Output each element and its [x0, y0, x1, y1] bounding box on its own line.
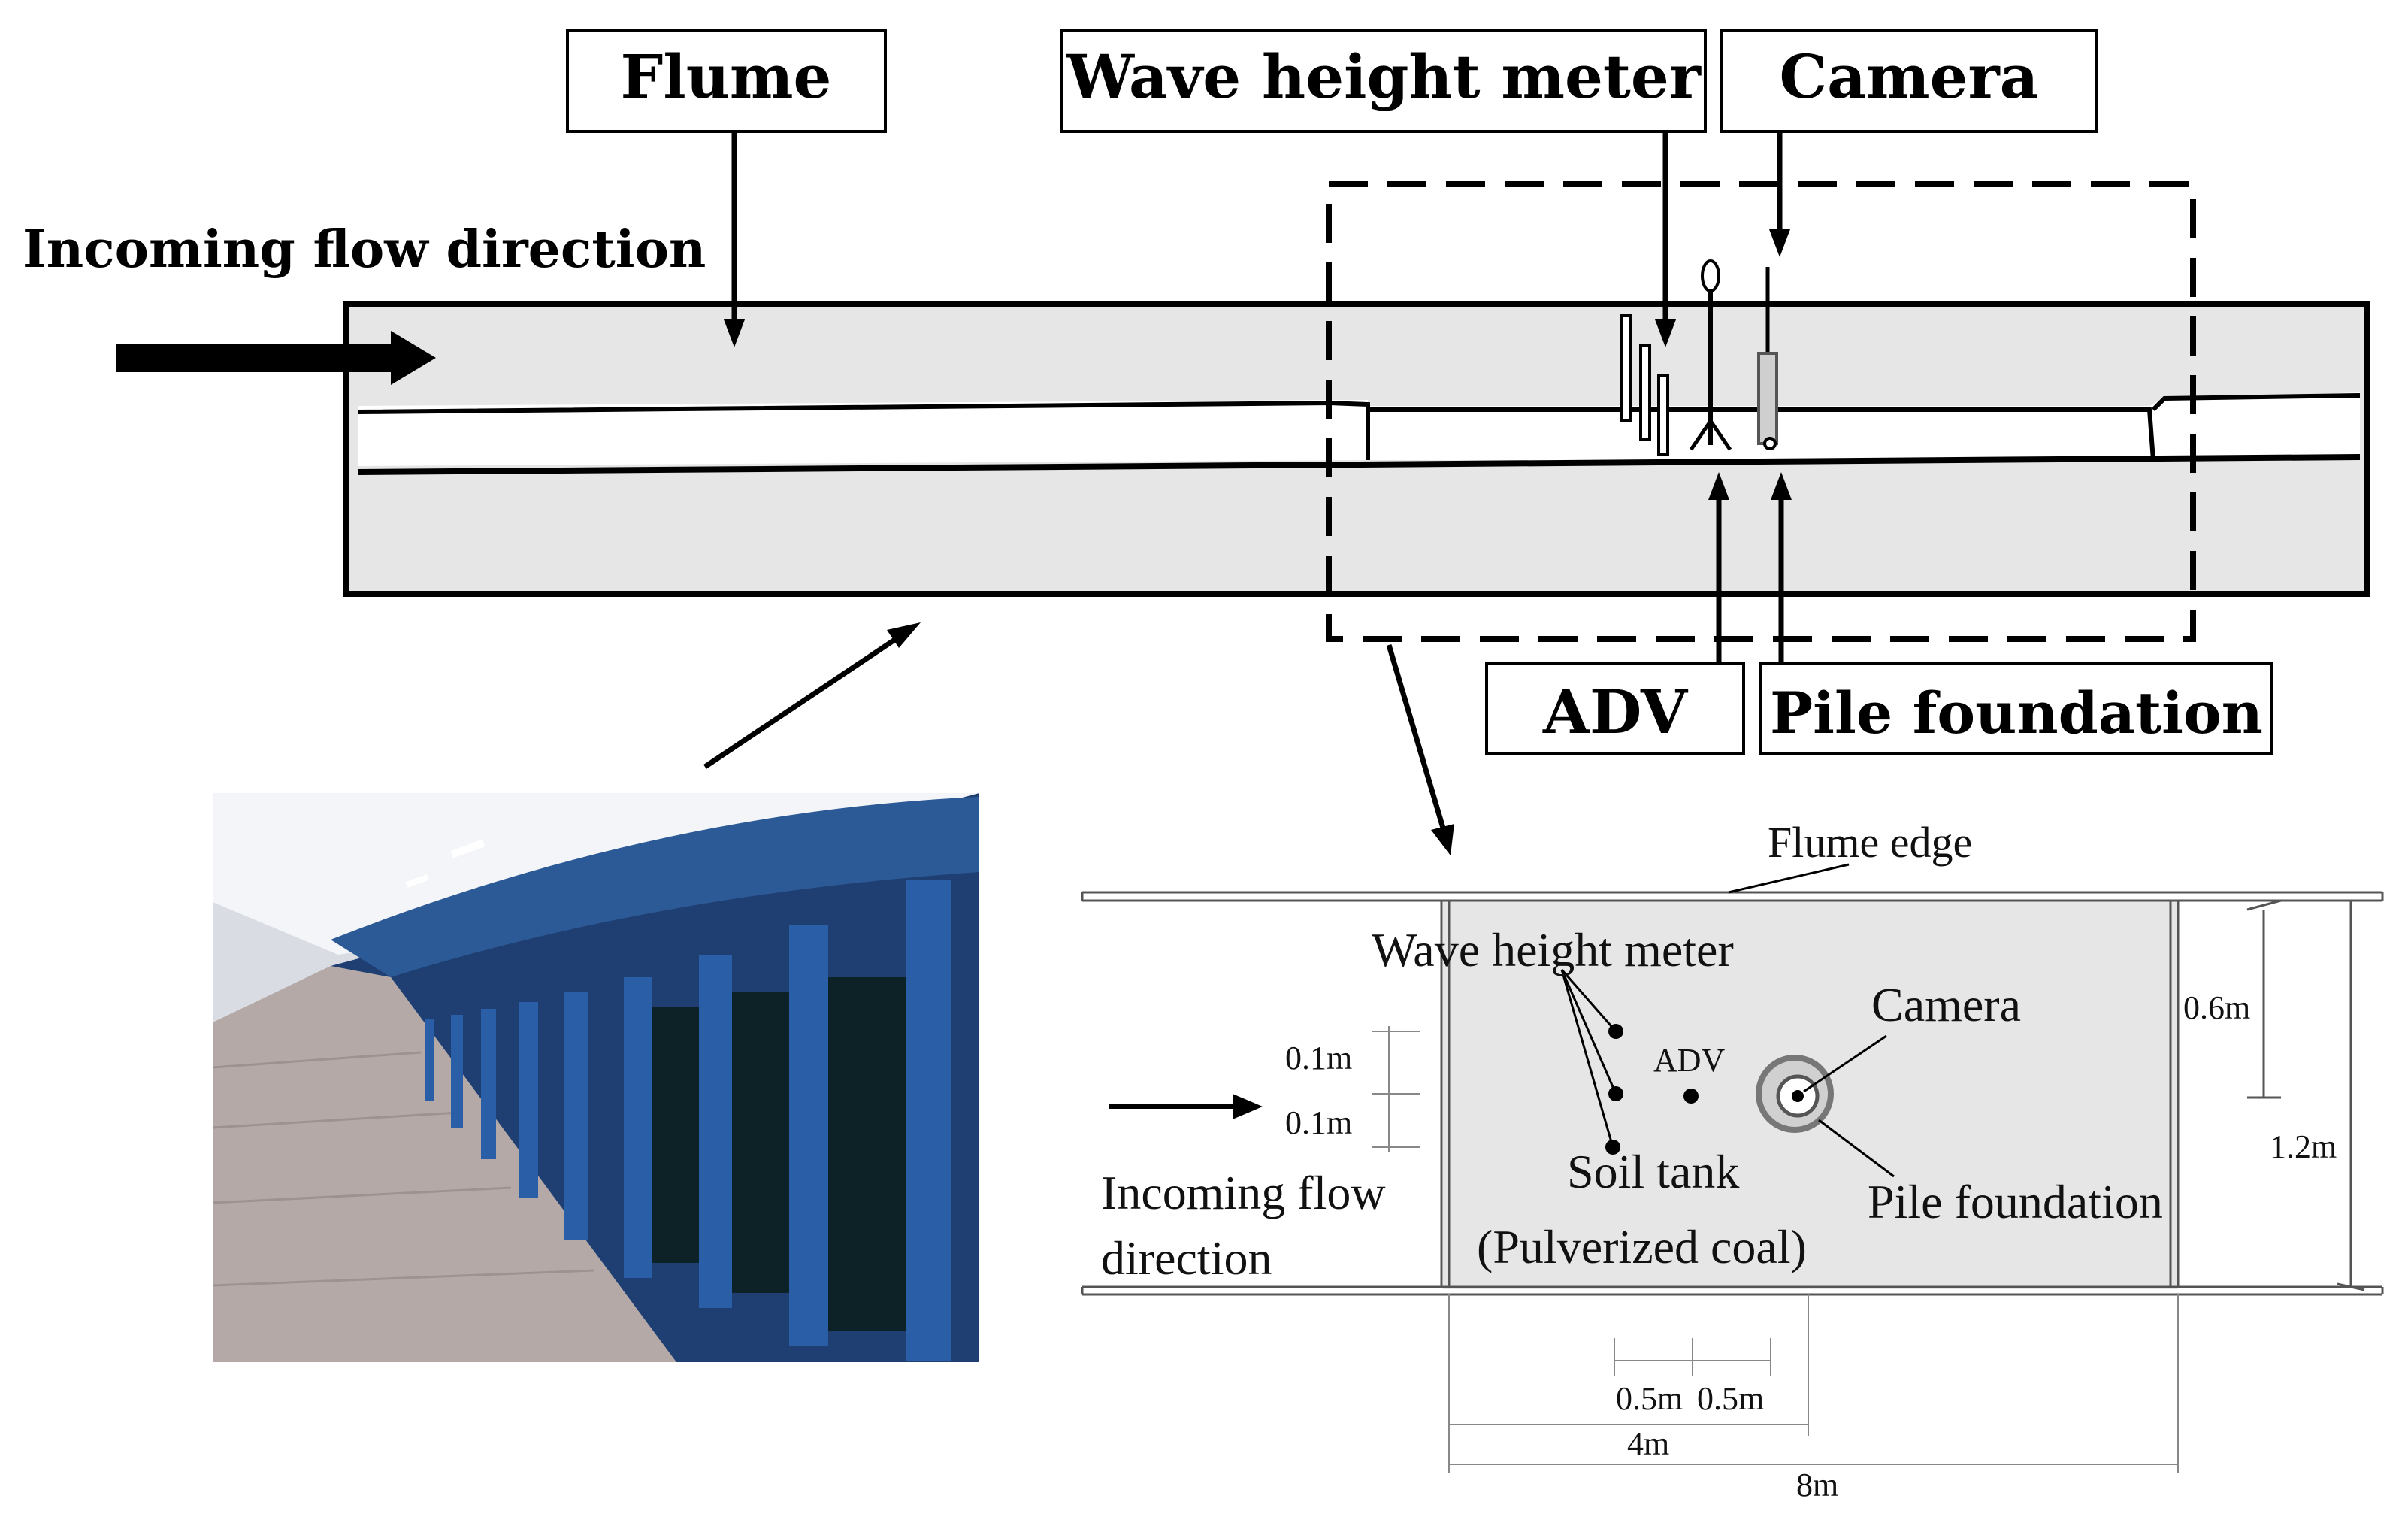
pile-leader: [1818, 1119, 1895, 1178]
wave-height-meter-label-box: Wave height meter: [1060, 29, 1707, 133]
flume-channel-bottom-wall: [357, 454, 2361, 475]
pile-foundation-label: Pile foundation: [1770, 680, 2263, 746]
adv-icon: [1689, 259, 1732, 451]
pile-foundation-ring: [1756, 1055, 1834, 1133]
camera-label-box: Camera: [1720, 29, 2098, 133]
gauge-spacing-2-label: 0.1m: [1285, 1104, 1352, 1141]
detail-region-dashed-box: [1326, 181, 2196, 642]
gauge-spacing-dimension: [1372, 1026, 1420, 1152]
full-width-label: 1.2m: [2270, 1128, 2337, 1165]
flume-channel-top-wall-left: [357, 400, 1370, 460]
wave-height-meter-label: Wave height meter: [1066, 41, 1702, 112]
pile-foundation-icon: [1757, 267, 1778, 450]
flow-arrow-head: [391, 331, 436, 385]
adv-label: ADV: [1542, 677, 1689, 747]
incoming-flow-label: Incoming flow direction: [23, 220, 706, 280]
flume-edge-label: Flume edge: [1768, 818, 1972, 867]
soil-tank-label: Soil tank: [1567, 1145, 1739, 1198]
gauge-spacing-1-label: 0.1m: [1285, 1040, 1352, 1076]
flume-edge-leader: [1728, 863, 1850, 894]
length-dimensions: [1448, 1294, 2179, 1473]
flume-channel-left: [358, 400, 1368, 466]
width-dimensions: [2246, 899, 2365, 1291]
plan-wave-height-meter-label: Wave height meter: [1372, 923, 1734, 976]
plan-view: Flume edge Wave height meter ADV Camera …: [1081, 818, 2384, 1503]
spacing-a-label: 0.5m: [1616, 1380, 1683, 1417]
to-pile-label: 4m: [1627, 1425, 1669, 1462]
flume-label: Flume: [621, 41, 832, 112]
flume-channel-top-wall-right: [2151, 393, 2361, 412]
flume-label-box: Flume: [566, 29, 887, 133]
pulverized-coal-label: (Pulverized coal): [1477, 1220, 1807, 1273]
adv-label-box: ADV: [1485, 662, 1745, 755]
photo-floor: [213, 966, 676, 1362]
flume-photo: [212, 793, 979, 1362]
spacing-b-label: 0.5m: [1697, 1380, 1764, 1417]
plan-adv-label: ADV: [1653, 1042, 1726, 1079]
overview-leader-arrows: [703, 132, 1792, 855]
overview-schematic: Flume Wave height meter Camera Incoming …: [23, 29, 2370, 855]
pile-foundation-label-box: Pile foundation: [1759, 662, 2273, 755]
plan-flow-arrow-head: [1233, 1094, 1263, 1119]
plan-incoming-flow-label-2: direction: [1101, 1231, 1272, 1285]
adv-point: [1683, 1089, 1699, 1104]
plan-pile-foundation-label: Pile foundation: [1868, 1175, 2163, 1228]
plan-incoming-flow-label-1: Incoming flow: [1101, 1166, 1386, 1219]
tank-length-label: 8m: [1796, 1467, 1838, 1503]
camera-leader: [1803, 1034, 1887, 1093]
camera-label: Camera: [1779, 41, 2038, 112]
wave-height-meter-icons: [1620, 314, 1669, 456]
flume-channel-right: [2149, 392, 2360, 460]
half-width-label: 0.6m: [2183, 989, 2250, 1026]
plan-camera-label: Camera: [1871, 978, 2021, 1031]
